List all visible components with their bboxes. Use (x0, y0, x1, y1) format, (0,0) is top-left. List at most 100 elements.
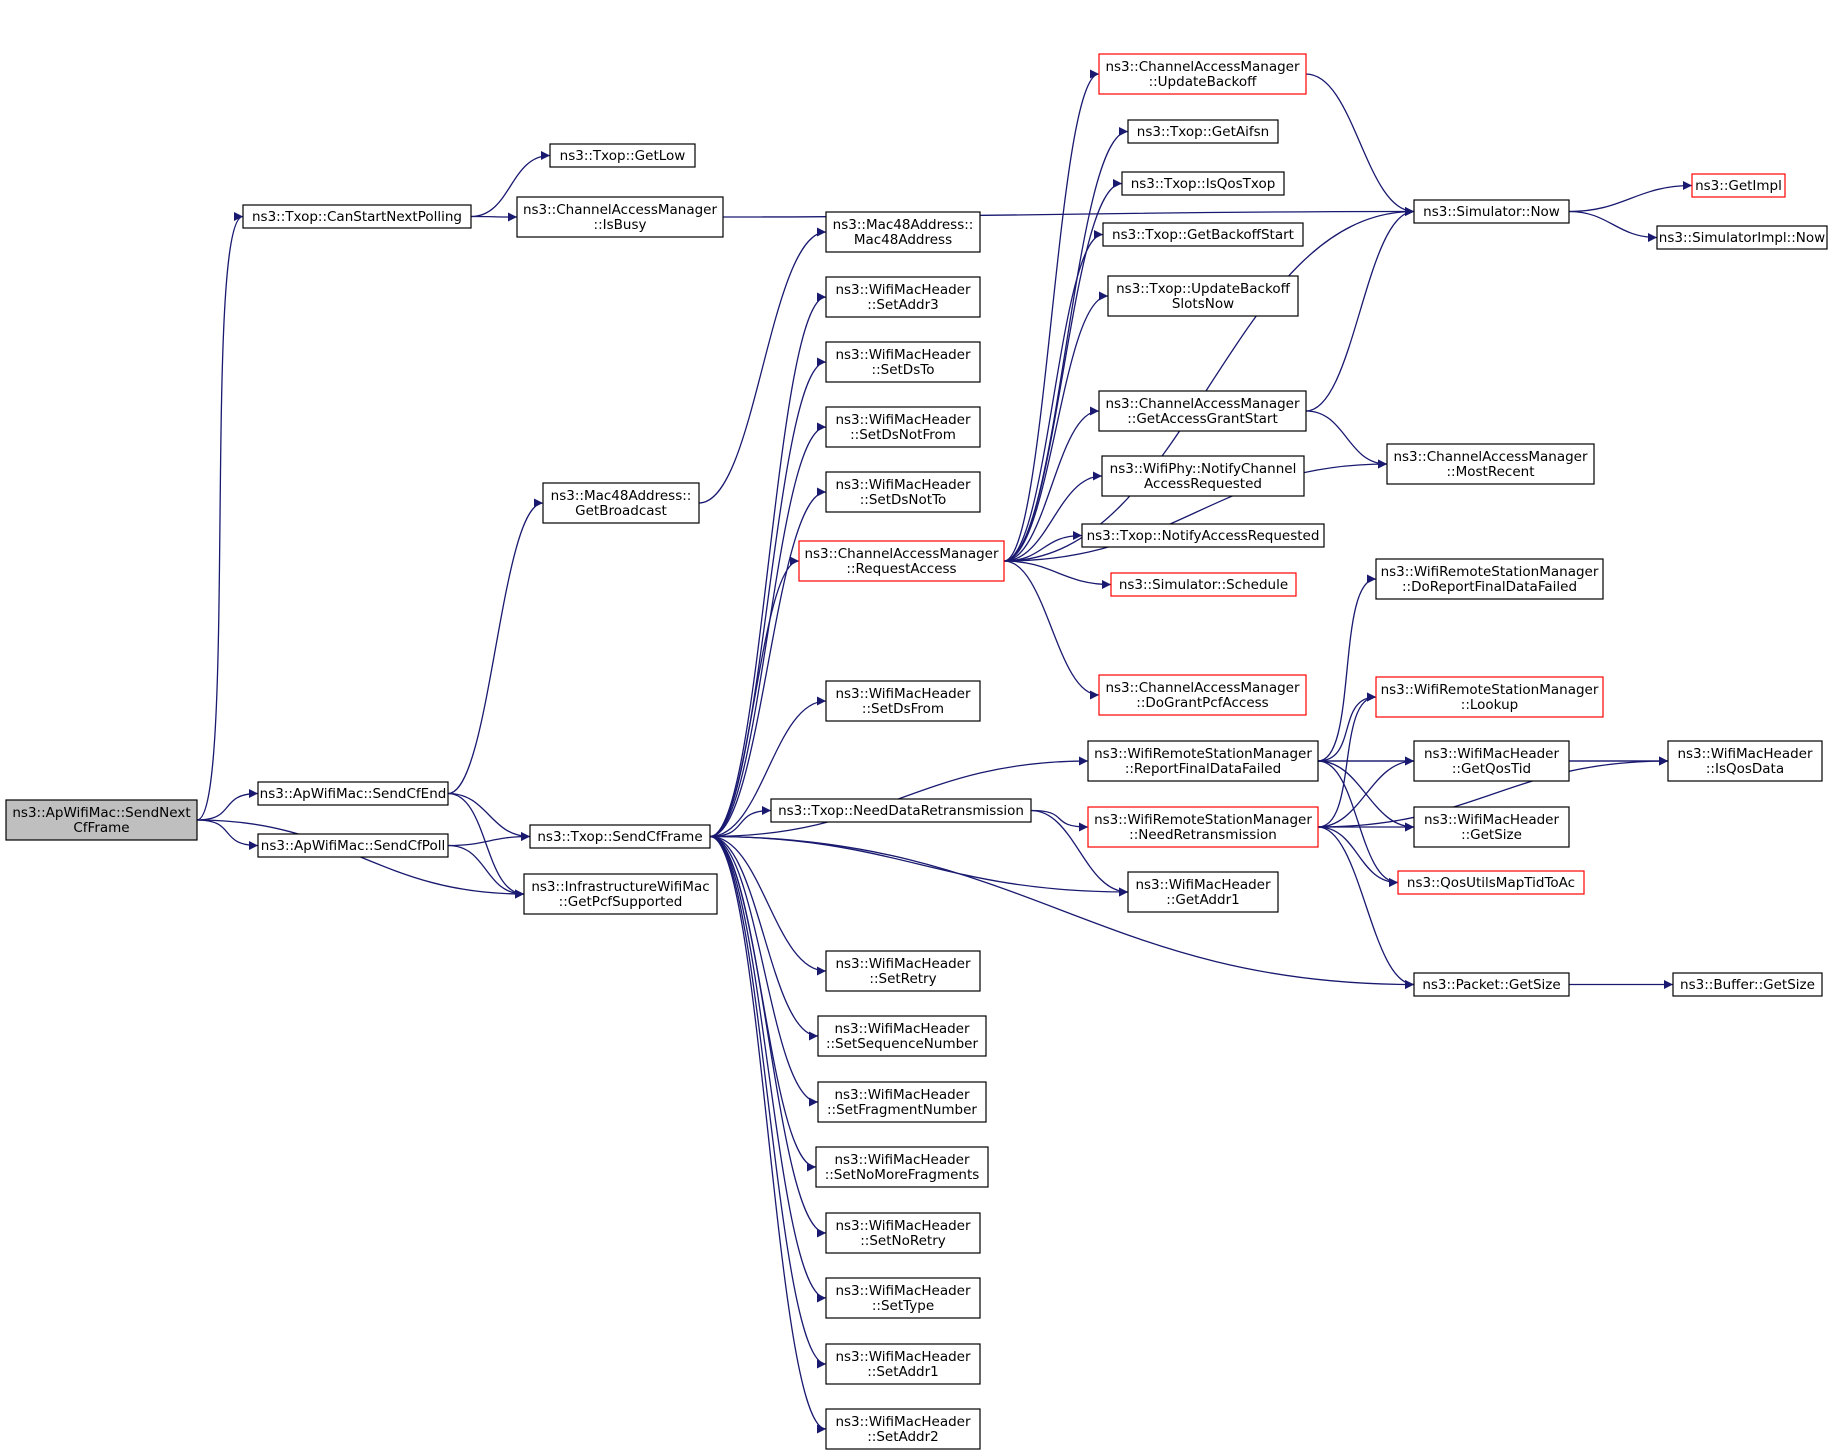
graph-node[interactable]: ns3::Txop::NotifyAccessRequested (1081, 523, 1325, 548)
node-box (1397, 870, 1585, 895)
graph-node[interactable]: ns3::InfrastructureWifiMac::GetPcfSuppor… (523, 873, 718, 915)
graph-node[interactable]: ns3::WifiMacHeader::SetRetry (825, 950, 981, 992)
graph-node[interactable]: ns3::WifiRemoteStationManager::DoReportF… (1375, 558, 1604, 600)
graph-node[interactable]: ns3::WifiMacHeader::IsQosData (1667, 740, 1823, 782)
call-edge (1003, 560, 1112, 589)
graph-node[interactable]: ns3::WifiMacHeader::SetDsFrom (825, 680, 981, 722)
call-edge (196, 212, 244, 821)
node-box (1110, 572, 1297, 597)
graph-node[interactable]: ns3::ChannelAccessManager::UpdateBackoff (1098, 53, 1307, 95)
graph-node[interactable]: ns3::Packet::GetSize (1413, 972, 1570, 997)
node-label: ::SetAddr1 (867, 1364, 939, 1380)
graph-node[interactable]: ns3::WifiMacHeader::SetDsNotFrom (825, 406, 981, 448)
node-box (1667, 740, 1823, 782)
call-edge (1317, 692, 1377, 762)
graph-node[interactable]: ns3::ApWifiMac::SendCfEnd (257, 781, 449, 806)
graph-node[interactable]: ns3::WifiMacHeader::SetFragmentNumber (817, 1081, 987, 1123)
node-label: ns3::Txop::NotifyAccessRequested (1087, 528, 1320, 544)
graph-node[interactable]: ns3::Txop::GetBackoffStart (1102, 222, 1304, 247)
graph-node[interactable]: ns3::Txop::IsQosTxop (1121, 171, 1285, 196)
graph-node[interactable]: ns3::ChannelAccessManager::MostRecent (1386, 443, 1595, 485)
graph-node[interactable]: ns3::WifiMacHeader::SetNoRetry (825, 1212, 981, 1254)
node-label: ns3::WifiRemoteStationManager (1094, 746, 1312, 762)
node-label: ::DoGrantPcfAccess (1136, 695, 1268, 711)
node-label: ns3::WifiRemoteStationManager (1381, 682, 1599, 698)
graph-node[interactable]: ns3::Simulator::Schedule (1110, 572, 1297, 597)
graph-node[interactable]: ns3::WifiMacHeader::SetNoMoreFragments (815, 1146, 989, 1188)
node-label: ns3::WifiPhy::NotifyChannel (1110, 461, 1297, 477)
node-label: ns3::Simulator::Now (1423, 204, 1560, 220)
graph-node[interactable]: ns3::Simulator::Now (1413, 199, 1570, 224)
graph-node[interactable]: ns3::SimulatorImpl::Now (1656, 225, 1828, 250)
node-box (815, 1146, 989, 1188)
graph-node[interactable]: ns3::Buffer::GetSize (1672, 972, 1823, 997)
graph-node[interactable]: ns3::QosUtilsMapTidToAc (1397, 870, 1585, 895)
graph-node[interactable]: ns3::ChannelAccessManager::IsBusy (516, 196, 724, 238)
graph-node[interactable]: ns3::WifiRemoteStationManager::ReportFin… (1087, 740, 1319, 782)
call-edge (1317, 756, 1415, 828)
call-edge (709, 835, 827, 1303)
node-label: ::GetAccessGrantStart (1127, 411, 1277, 427)
node-box (825, 276, 981, 318)
graph-node[interactable]: ns3::WifiMacHeader::SetType (825, 1277, 981, 1319)
graph-node[interactable]: ns3::WifiMacHeader::SetDsNotTo (825, 471, 981, 513)
graph-node[interactable]: ns3::Mac48Address::Mac48Address (825, 211, 981, 253)
node-label: ns3::WifiMacHeader (1424, 746, 1560, 762)
node-box (1081, 523, 1325, 548)
node-box (825, 406, 981, 448)
node-box (825, 471, 981, 513)
graph-node[interactable]: ns3::WifiMacHeader::GetSize (1413, 806, 1570, 848)
node-box (516, 196, 724, 238)
graph-node[interactable]: ns3::WifiRemoteStationManager::Lookup (1375, 676, 1604, 718)
node-label: ns3::WifiMacHeader (835, 1349, 971, 1365)
node-box (1413, 806, 1570, 848)
graph-node[interactable]: ns3::ChannelAccessManager::DoGrantPcfAcc… (1098, 674, 1307, 716)
graph-node[interactable]: ns3::GetImpl (1691, 173, 1786, 198)
call-edge (709, 292, 827, 838)
call-edge (1317, 756, 1669, 828)
graph-node[interactable]: ns3::WifiMacHeader::GetAddr1 (1127, 871, 1279, 913)
node-label: ns3::ChannelAccessManager (1105, 396, 1300, 412)
node-label: ns3::WifiMacHeader (834, 1087, 970, 1103)
node-label: ns3::Simulator::Schedule (1119, 577, 1288, 593)
node-label: ns3::ChannelAccessManager (523, 202, 718, 218)
graph-node[interactable]: ns3::WifiPhy::NotifyChannelAccessRequest… (1101, 455, 1305, 497)
graph-node[interactable]: ns3::ChannelAccessManager::GetAccessGran… (1098, 390, 1307, 432)
node-box (825, 1343, 981, 1385)
graph-node[interactable]: ns3::WifiMacHeader::SetDsTo (825, 341, 981, 383)
node-label: ns3::WifiMacHeader (1677, 746, 1813, 762)
graph-node[interactable]: ns3::Txop::SendCfFrame (529, 824, 711, 849)
graph-node[interactable]: ns3::Txop::GetLow (549, 143, 696, 168)
graph-node[interactable]: ns3::ChannelAccessManager::RequestAccess (798, 540, 1005, 582)
node-label: ns3::Txop::UpdateBackoff (1116, 281, 1290, 297)
graph-node[interactable]: ns3::Mac48Address::GetBroadcast (542, 482, 700, 524)
node-box (817, 1081, 987, 1123)
graph-node[interactable]: ns3::ApWifiMac::SendCfPoll (257, 833, 449, 858)
node-label: ns3::WifiMacHeader (834, 1021, 970, 1037)
node-box (1691, 173, 1786, 198)
node-box (1656, 225, 1828, 250)
node-label: Mac48Address (854, 232, 952, 248)
graph-node[interactable]: ns3::WifiRemoteStationManager::NeedRetra… (1087, 806, 1319, 848)
call-edge (709, 835, 827, 1238)
node-label: GetBroadcast (575, 503, 667, 519)
call-edge (1317, 760, 1399, 887)
graph-node[interactable]: ns3::WifiMacHeader::GetQosTid (1413, 740, 1570, 782)
graph-node[interactable]: ns3::Txop::GetAifsn (1127, 119, 1279, 144)
node-box (523, 873, 718, 915)
node-label: ns3::WifiMacHeader (835, 686, 971, 702)
node-box (1375, 558, 1604, 600)
node-box (1413, 199, 1570, 224)
node-box (542, 482, 700, 524)
node-label: ::GetQosTid (1452, 761, 1531, 777)
graph-node[interactable]: ns3::WifiMacHeader::SetAddr3 (825, 276, 981, 318)
graph-node[interactable]: ns3::Txop::CanStartNextPolling (242, 204, 472, 229)
node-label: ns3::ChannelAccessManager (1105, 680, 1300, 696)
graph-node[interactable]: ns3::WifiMacHeader::SetSequenceNumber (817, 1015, 987, 1057)
node-label: ::SetAddr3 (867, 297, 939, 313)
graph-node[interactable]: ns3::Txop::NeedDataRetransmission (770, 798, 1032, 823)
graph-node[interactable]: ns3::WifiMacHeader::SetAddr1 (825, 1343, 981, 1385)
graph-node[interactable]: ns3::WifiMacHeader::SetAddr2 (825, 1408, 981, 1450)
